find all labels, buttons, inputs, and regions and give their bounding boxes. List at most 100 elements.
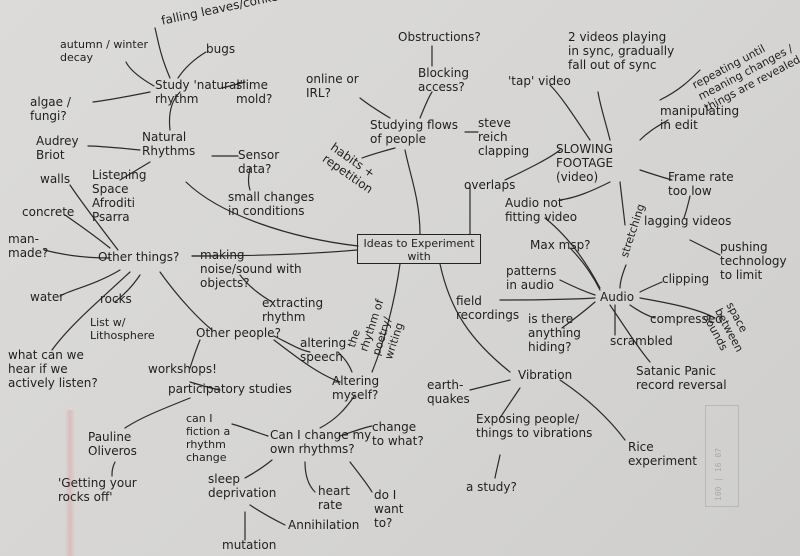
- node-sleep-deprivation: sleep deprivation: [208, 472, 277, 500]
- link-altering-canchange: [319, 394, 356, 429]
- node-lagging: lagging videos: [644, 214, 732, 228]
- link-slowing-stretch: [619, 181, 626, 226]
- link-altering-speech: [337, 351, 353, 373]
- link-vib-earth: [469, 379, 511, 391]
- node-study-rhythm: Study 'natural' rhythm: [155, 78, 243, 106]
- link-pauline-rocks: [111, 461, 116, 477]
- link-audio-hiding: [561, 301, 596, 329]
- node-online-irl: online or IRL?: [306, 72, 359, 100]
- node-making-noise: making noise/sound with objects?: [200, 248, 302, 290]
- link-canchange-changeto: [339, 425, 373, 437]
- node-pauline: Pauline Oliveros: [88, 430, 137, 458]
- node-list-lithosphere: List w/ Lithosphere: [90, 316, 155, 342]
- node-water: water: [30, 290, 65, 304]
- link-study-bugs: [177, 51, 207, 79]
- node-obstructions: Obstructions?: [398, 30, 481, 44]
- node-tap-video: 'tap' video: [508, 74, 571, 88]
- link-audio-maxmsp: [569, 247, 601, 291]
- node-other-people: Other people?: [196, 326, 281, 340]
- link-other-water: [59, 269, 121, 297]
- link-lagging-pushing: [689, 239, 721, 256]
- node-manipulating: manipulating in edit: [660, 104, 740, 132]
- link-natural-study: [168, 91, 181, 131]
- link-otherpeople-workshops: [189, 339, 201, 369]
- node-getting-rocks: 'Getting your rocks off': [58, 476, 137, 504]
- node-audrey-briot: Audrey Briot: [36, 134, 79, 162]
- link-other-walls: [69, 184, 119, 251]
- node-do-i-want: do I want to?: [374, 488, 404, 530]
- node-exposing-people: Exposing people/ things to vibrations: [476, 412, 593, 440]
- node-altering-myself: Altering myself?: [332, 374, 380, 402]
- link-study-falling: [154, 27, 171, 79]
- link-audio-compressed: [629, 304, 656, 319]
- node-bugs: bugs: [206, 42, 236, 56]
- node-scrambled: scrambled: [610, 334, 673, 348]
- link-study-autumn: [125, 61, 155, 87]
- node-slowing-footage: SLOWING FOOTAGE (video): [556, 142, 614, 184]
- node-a-study: a study?: [466, 480, 517, 494]
- link-frame-lagging: [683, 195, 691, 219]
- node-autumn-decay: autumn / winter decay: [60, 38, 149, 64]
- link-audio-clipping: [639, 281, 663, 293]
- link-stretch-audio: [619, 264, 627, 289]
- link-slowing-frame: [639, 169, 673, 181]
- link-sensor-small: [247, 167, 251, 191]
- paper-margin-line: [65, 410, 75, 556]
- node-heart-rate: heart rate: [318, 484, 350, 512]
- link-natural-audrey: [87, 145, 141, 151]
- link-slowing-manip: [639, 119, 669, 141]
- link-other-rocks: [114, 274, 141, 303]
- link-audio-field: [499, 297, 596, 301]
- node-compressed: compressed: [650, 312, 723, 326]
- link-extracting: [239, 274, 273, 303]
- link-center-altering-myself: [371, 263, 401, 373]
- link-other-otherpeople: [159, 271, 213, 331]
- link-vib-exposing: [499, 387, 521, 419]
- link-flows-habits: [361, 147, 396, 159]
- link-natural-listening: [119, 161, 151, 181]
- link-otherpeople-altering: [273, 339, 341, 383]
- link-otherpeople-speech: [273, 335, 311, 353]
- link-canchange-sleep: [244, 459, 273, 479]
- node-algae: algae / fungi?: [30, 95, 71, 123]
- link-audio-notfitting: [544, 217, 601, 289]
- node-listening-space: Listening Space Afroditi Psarra: [92, 168, 147, 224]
- node-anything-hiding: is there anything hiding?: [528, 312, 581, 354]
- link-part-pauline: [124, 397, 191, 429]
- node-change-to-what: change to what?: [372, 420, 424, 448]
- node-can-i-fiction: can I fiction a rhythm change: [186, 412, 231, 464]
- link-other-whatcan: [51, 271, 131, 351]
- node-slime-mold: slime mold?: [236, 78, 273, 106]
- link-overlaps-slowing: [504, 149, 561, 181]
- node-natural-rhythms: Natural Rhythms: [142, 130, 196, 158]
- node-annihilation: Annihilation: [288, 518, 360, 532]
- link-study-slime: [221, 81, 246, 89]
- node-concrete: concrete: [22, 205, 75, 219]
- node-max-msp: Max msp?: [530, 238, 591, 252]
- node-field-recordings: field recordings: [456, 294, 520, 322]
- link-canchange-want: [349, 461, 373, 493]
- node-sensor-data: Sensor data?: [238, 148, 280, 176]
- notebook-stamp: 100 | 16 07: [705, 405, 739, 507]
- node-frame-rate: Frame rate too low: [668, 170, 734, 198]
- node-walls: walls: [40, 172, 71, 186]
- node-satanic-panic: Satanic Panic record reversal: [636, 364, 727, 392]
- link-center-studying-flows: [404, 149, 421, 235]
- link-other-manmade: [43, 249, 111, 259]
- node-vibration: Vibration: [518, 368, 573, 382]
- node-altering-speech: altering speech: [300, 336, 347, 364]
- link-slowing-audio: [559, 181, 611, 201]
- node-overlaps: overlaps: [464, 178, 516, 192]
- node-earthquakes: earth-quakes: [427, 378, 470, 406]
- node-can-i-change: Can I change my own rhythms?: [270, 428, 372, 456]
- node-audio-not-fitting: Audio not fitting video: [505, 196, 578, 224]
- link-center-natural-rhythms: [185, 181, 359, 247]
- link-workshops-part: [189, 381, 221, 391]
- link-other-concrete: [64, 214, 111, 249]
- node-steve-reich: steve reich clapping: [478, 116, 530, 158]
- link-flows-blocking: [419, 91, 433, 119]
- node-studying-flows: Studying flows of people: [370, 118, 458, 146]
- link-canchange-fiction: [231, 423, 269, 437]
- link-annihilation: [249, 504, 286, 526]
- link-vib-rice: [559, 379, 626, 441]
